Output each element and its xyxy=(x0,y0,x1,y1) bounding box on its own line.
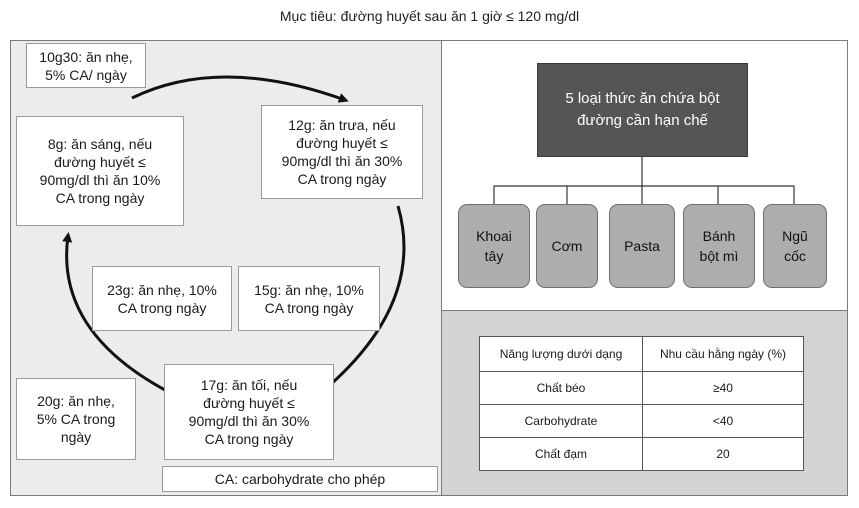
row-label-carbohydrate: Carbohydrate xyxy=(479,404,643,438)
food-pasta: Pasta xyxy=(609,204,675,288)
table-header-row: Năng lượng dưới dạng Nhu cầu hằng ngày (… xyxy=(479,336,804,372)
header-energy-form: Năng lượng dưới dạng xyxy=(479,336,643,372)
diagram-title: Mục tiêu: đường huyết sau ăn 1 giờ ≤ 120… xyxy=(279,8,580,24)
box-23-snack: 23g: ăn nhẹ, 10%CA trong ngày xyxy=(92,266,232,331)
ca-legend-note: CA: carbohydrate cho phép xyxy=(162,466,438,492)
table-row: Chất béo ≥40 xyxy=(479,371,804,405)
header-daily-need: Nhu cầu hằng ngày (%) xyxy=(642,336,804,372)
row-label-fat: Chất béo xyxy=(479,371,643,405)
row-label-protein: Chất đạm xyxy=(479,437,643,471)
box-1030-snack: 10g30: ăn nhẹ,5% CA/ ngày xyxy=(26,43,146,88)
energy-needs-table: Năng lượng dưới dạng Nhu cầu hằng ngày (… xyxy=(479,336,804,471)
row-value-protein: 20 xyxy=(642,437,804,471)
table-row: Chất đạm 20 xyxy=(479,437,804,471)
food-rice: Cơm xyxy=(536,204,598,288)
box-15-snack: 15g: ăn nhẹ, 10%CA trong ngày xyxy=(238,266,380,331)
row-value-carbohydrate: <40 xyxy=(642,404,804,438)
table-row: Carbohydrate <40 xyxy=(479,404,804,438)
row-value-fat: ≥40 xyxy=(642,371,804,405)
